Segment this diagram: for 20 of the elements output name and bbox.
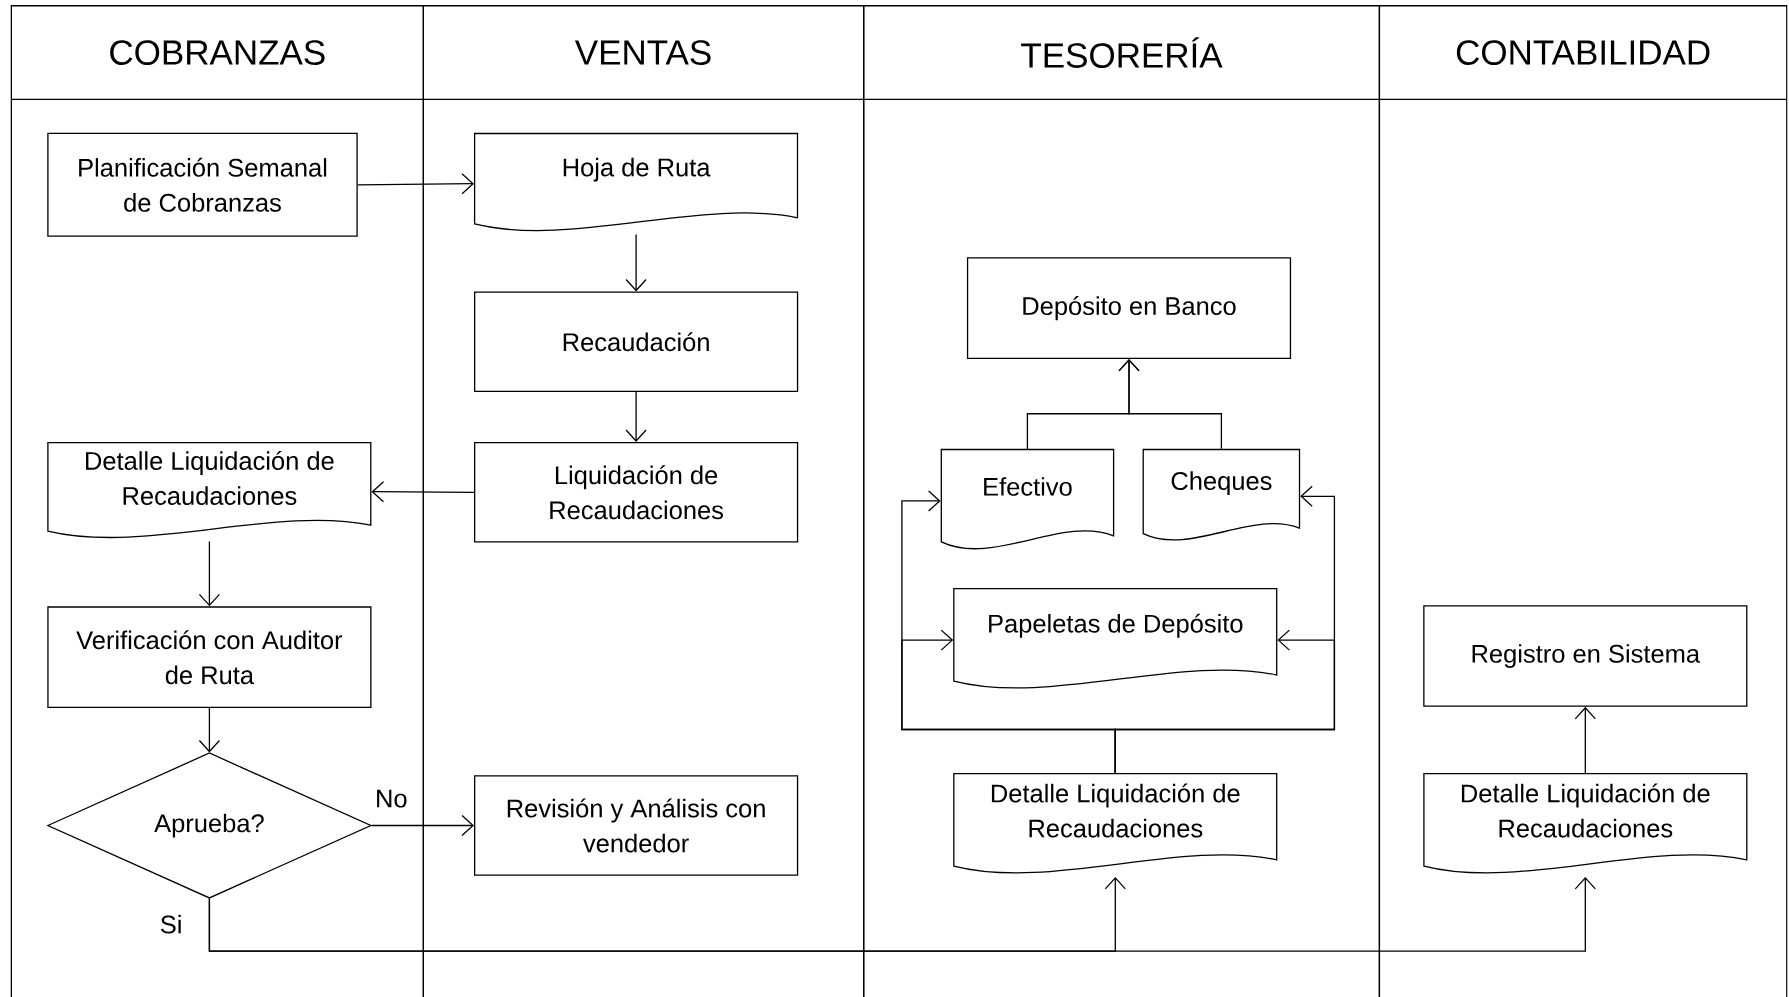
process-box: Registro en Sistema [1423,605,1748,707]
process-box: Liquidación de Recaudaciones [474,442,799,543]
arrow [625,233,647,292]
arrow [1118,358,1223,450]
arrow [357,173,474,195]
edge-label: No [373,787,410,810]
arrow [198,707,221,753]
process-box: Depósito en Banco [966,257,1292,359]
arrow [1114,485,1336,774]
arrow [370,814,474,837]
process-box: Recaudación [474,291,799,392]
process-box: Revisión y Análisis con vendedor [474,775,799,876]
process-box: Verificación con Auditor de Ruta [47,606,372,709]
edge-label: Si [157,912,185,936]
arrow [371,481,475,503]
arrow [1574,706,1596,774]
arrow [198,540,221,607]
arrow [208,876,1596,952]
arrow [625,391,647,442]
process-box: Planificación Semanal de Cobranzas [47,132,358,237]
